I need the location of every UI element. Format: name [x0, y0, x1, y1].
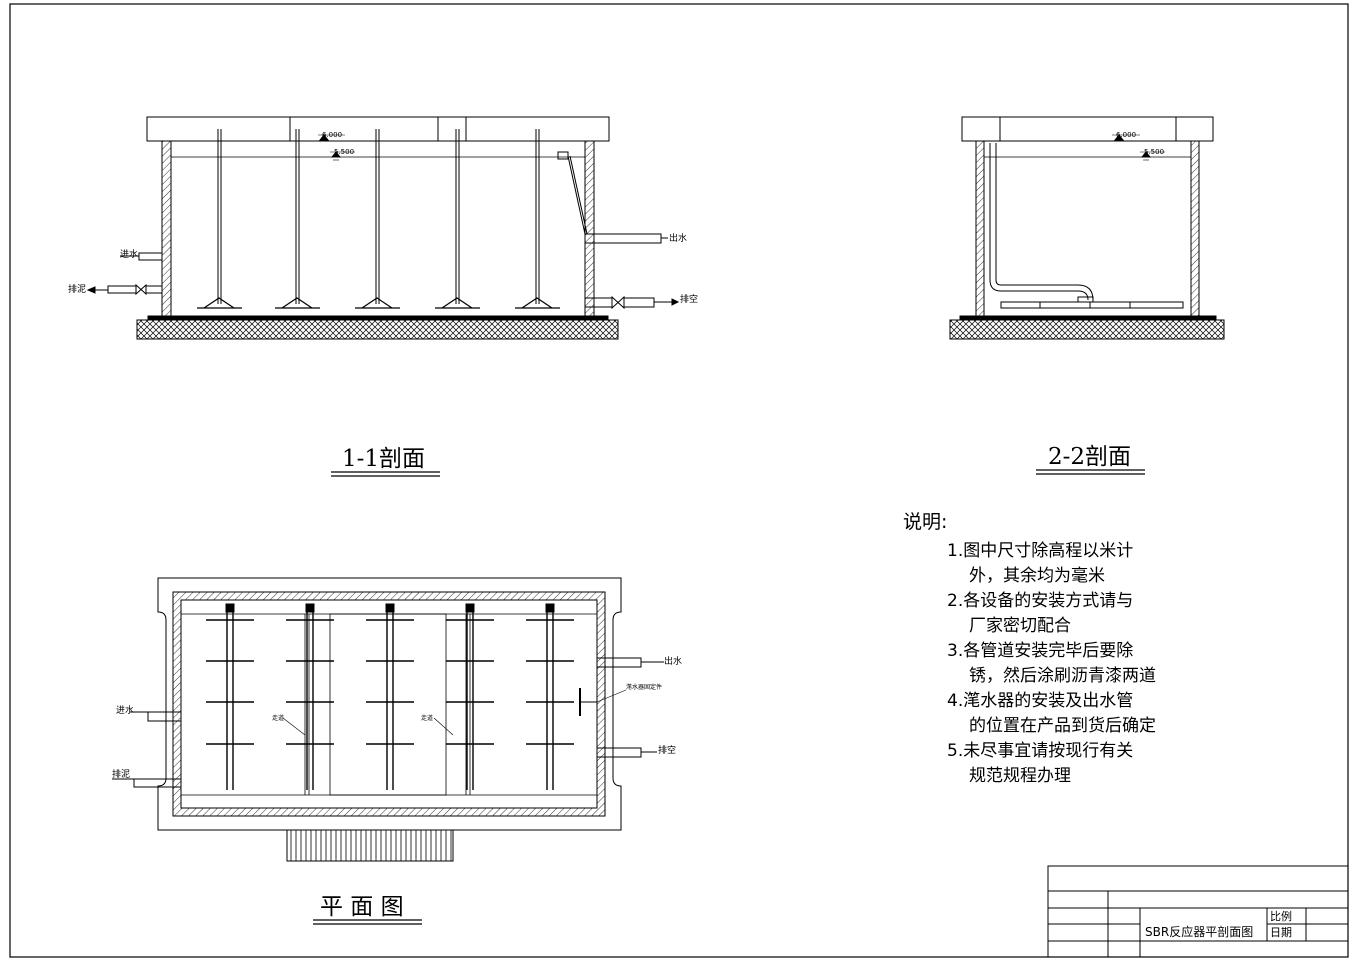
elev-top-1-1: 6.000	[322, 131, 342, 139]
note-3-line-1: 3.各管道安装完毕后要除	[947, 641, 1134, 661]
label-inlet-1-1: 进水	[120, 248, 138, 260]
note-5: 5.未尽事宜请按现行有关 规范规程办理	[903, 739, 1156, 789]
label-drain-plan: 排空	[658, 744, 676, 756]
label-drain-1-1: 排空	[680, 293, 698, 305]
scale-label: 比例	[1270, 909, 1292, 923]
note-1-line-1: 1.图中尺寸除高程以米计	[947, 541, 1134, 561]
elev-water-2-2: 5.500	[1144, 148, 1164, 156]
label-outlet-1-1: 出水	[669, 232, 687, 244]
label-walkway-1: 走道	[272, 714, 284, 722]
label-outlet-plan: 出水	[664, 655, 682, 667]
section-2-2-title: 2-2剖面	[1048, 444, 1131, 470]
section-1-1	[86, 116, 680, 340]
label-sludge-1-1: 排泥	[68, 283, 86, 295]
section-2-2	[949, 116, 1225, 340]
note-5-line-1: 5.未尽事宜请按现行有关	[947, 741, 1134, 761]
note-3-line-2: 锈，然后涂刷沥青漆两道	[969, 666, 1156, 686]
plan-title: 平 面 图	[320, 894, 404, 920]
note-4-line-2: 的位置在产品到货后确定	[969, 716, 1156, 736]
notes-block: 说明: 1.图中尺寸除高程以米计 外，其余均为毫米 2.各设备的安装方式请与 厂…	[903, 510, 1156, 789]
note-3: 3.各管道安装完毕后要除 锈，然后涂刷沥青漆两道	[903, 639, 1156, 689]
plan-view	[112, 577, 664, 862]
sheet-border	[9, 3, 1349, 958]
date-label: 日期	[1270, 926, 1292, 939]
label-inlet-plan: 进水	[116, 704, 134, 716]
title-block	[1047, 865, 1349, 958]
note-4: 4.滗水器的安装及出水管 的位置在产品到货后确定	[903, 689, 1156, 739]
note-2-line-2: 厂家密切配合	[969, 616, 1071, 636]
section-1-1-title: 1-1剖面	[342, 446, 425, 472]
elev-top-2-2: 6.000	[1116, 131, 1136, 139]
elev-water-1-1: 5.500	[334, 148, 354, 156]
note-1-line-2: 外，其余均为毫米	[969, 566, 1105, 586]
label-sludge-plan: 排泥	[112, 768, 130, 780]
label-walkway-2: 走道	[421, 714, 433, 722]
drawing-name: SBR反应器平剖面图	[1145, 924, 1253, 939]
notes-heading: 说明:	[903, 511, 948, 533]
label-decanter-fix: 滗水器固定件	[626, 683, 662, 691]
note-1: 1.图中尺寸除高程以米计 外，其余均为毫米	[903, 539, 1156, 589]
note-4-line-1: 4.滗水器的安装及出水管	[947, 691, 1134, 711]
note-5-line-2: 规范规程办理	[969, 766, 1071, 786]
note-2: 2.各设备的安装方式请与 厂家密切配合	[903, 589, 1156, 639]
note-2-line-1: 2.各设备的安装方式请与	[947, 591, 1134, 611]
